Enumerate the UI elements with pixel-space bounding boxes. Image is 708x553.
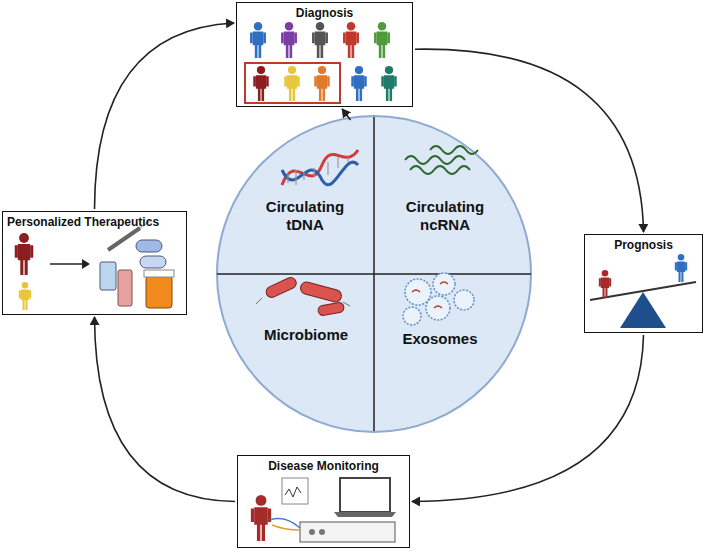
biomarker-label: Circulating ncRNA (395, 198, 495, 234)
center-circle (217, 116, 531, 432)
monitoring-icon (251, 478, 396, 542)
rna-icon (405, 146, 478, 174)
cycle-arrow (342, 109, 350, 120)
biomarker-label: Circulating tDNA (255, 198, 355, 234)
stage-box: Diagnosis (236, 2, 413, 107)
stage-title: Personalized Therapeutics (7, 215, 182, 229)
biomarker-label: Microbiome (264, 326, 348, 344)
cycle-arrow (95, 23, 235, 209)
seesaw-icon (590, 254, 696, 328)
stage-box: Personalized Therapeutics (2, 211, 187, 315)
quadrant-label: Exosomes (380, 322, 500, 348)
stage-box: Disease Monitoring (237, 455, 410, 548)
exosome-icon (403, 273, 474, 325)
quadrant-label: Microbiome (245, 318, 367, 344)
stage-title: Diagnosis (241, 6, 408, 20)
stage-title: Disease Monitoring (242, 459, 405, 473)
quadrant-label: Circulating tDNA (240, 122, 370, 234)
bacteria-icon (264, 276, 344, 316)
stage-box: Prognosis (584, 234, 703, 333)
quadrant-label: Circulating ncRNA (380, 180, 510, 234)
people-icon (245, 22, 397, 103)
cycle-arrow (95, 317, 236, 502)
stage-title: Prognosis (589, 238, 698, 252)
cycle-arrow (412, 335, 644, 502)
biomarker-label: Exosomes (402, 330, 477, 348)
therapeutics-icon (15, 221, 174, 310)
dna-icon (282, 150, 358, 185)
